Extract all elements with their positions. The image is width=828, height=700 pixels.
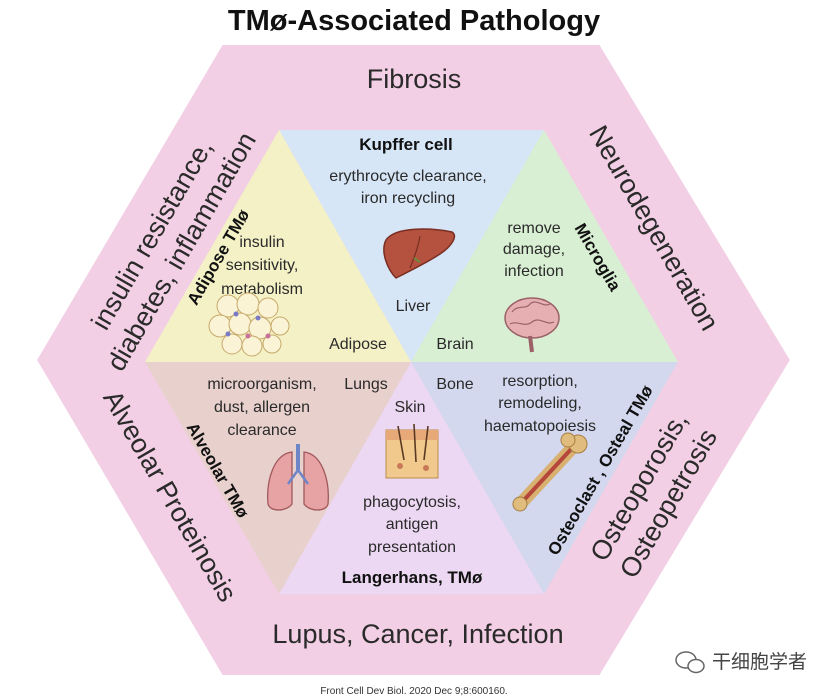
page-title: TMø-Associated Pathology (228, 5, 600, 37)
adipose-tissue-icon (208, 292, 290, 357)
alveolar-desc-line3: clearance (227, 422, 296, 439)
wechat-icon (675, 651, 705, 674)
microglia-desc-line3: infection (504, 263, 564, 280)
langerhans-desc-line2: antigen (386, 516, 439, 533)
microglia-desc-line2: damage, (503, 241, 565, 258)
kupffer-desc-line2: iron recycling (361, 190, 455, 207)
brain-icon (504, 297, 560, 353)
osteal-desc-line2: remodeling, (498, 395, 582, 412)
microglia-sector (411, 130, 678, 362)
lungs-icon (267, 444, 329, 511)
osteal-desc-line3: haematopoiesis (484, 418, 596, 435)
skin-label: Skin (394, 399, 425, 416)
lungs-label: Lungs (344, 376, 388, 393)
alveolar-desc-line2: dust, allergen (214, 399, 310, 416)
adipose-label: Adipose (329, 336, 387, 353)
liver-label: Liver (396, 298, 431, 315)
pathology-lupus-cancer-infection: Lupus, Cancer, Infection (272, 619, 563, 649)
microglia-desc-line1: remove (507, 220, 560, 237)
langerhans-desc-line3: presentation (368, 539, 456, 556)
liver-icon (383, 228, 456, 279)
adipose-desc-line3: metabolism (221, 281, 303, 298)
adipose-sector (145, 130, 411, 362)
alveolar-desc-line1: microorganism, (207, 376, 316, 393)
skin-icon (385, 423, 439, 479)
pathology-fibrosis: Fibrosis (367, 64, 462, 94)
citation: Front Cell Dev Biol. 2020 Dec 9;8:600160… (320, 686, 507, 697)
bone-icon (512, 432, 588, 512)
langerhans-desc-line1: phagocytosis, (363, 494, 461, 511)
kupffer-desc-line1: erythrocyte clearance, (329, 168, 486, 185)
langerhans-title: Langerhans, TMø (342, 568, 483, 587)
kupffer-title: Kupffer cell (359, 135, 453, 154)
adipose-desc-line2: sensitivity, (226, 257, 299, 274)
watermark-text: 干细胞学者 (712, 651, 807, 673)
bone-label: Bone (436, 376, 473, 393)
brain-label: Brain (436, 336, 473, 353)
adipose-desc-line1: insulin (239, 234, 284, 251)
osteal-desc-line1: resorption, (502, 373, 578, 390)
